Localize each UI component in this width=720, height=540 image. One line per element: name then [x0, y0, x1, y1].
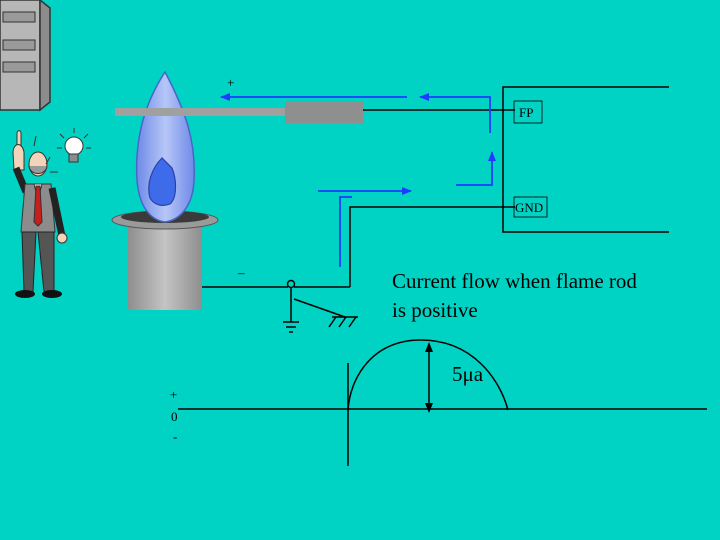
cabinet-icon: [0, 0, 51, 112]
lightbulb-icon: [33, 128, 91, 173]
current-waveform: [347, 339, 509, 411]
flame-rod: [115, 101, 363, 123]
fp-label: FP: [519, 105, 534, 120]
gnd-wire: [349, 206, 515, 287]
ground-symbol-icon: [283, 288, 299, 333]
arrow-gnd-feed: [339, 196, 352, 267]
amplitude-arrow-top: [425, 342, 433, 352]
burner: [111, 210, 219, 310]
amplitude-label: 5μa: [452, 362, 484, 386]
arrow-fp-in: [419, 93, 491, 133]
fp-terminal: [513, 100, 543, 124]
control-box: [502, 86, 669, 233]
axis-zero-label: 0: [171, 409, 178, 424]
rod-plus-label: +: [227, 75, 235, 90]
technician-icon: [12, 130, 68, 298]
chassis-ground-icon: [293, 298, 358, 328]
amplitude-arrow-bottom: [425, 403, 433, 413]
caption-line-1: Current flow when flame rod: [392, 269, 637, 293]
burner-minus-label: –: [238, 265, 245, 280]
current-flow-arrows: [220, 93, 496, 267]
arrow-up: [456, 151, 496, 186]
gnd-label: GND: [515, 200, 544, 215]
gnd-terminal: [513, 196, 548, 218]
axis-minus-label: -: [173, 429, 178, 444]
axis-plus-label: +: [170, 387, 178, 402]
flame: [135, 70, 195, 223]
ground-node: [286, 279, 296, 289]
caption-line-2: is positive: [392, 298, 478, 322]
